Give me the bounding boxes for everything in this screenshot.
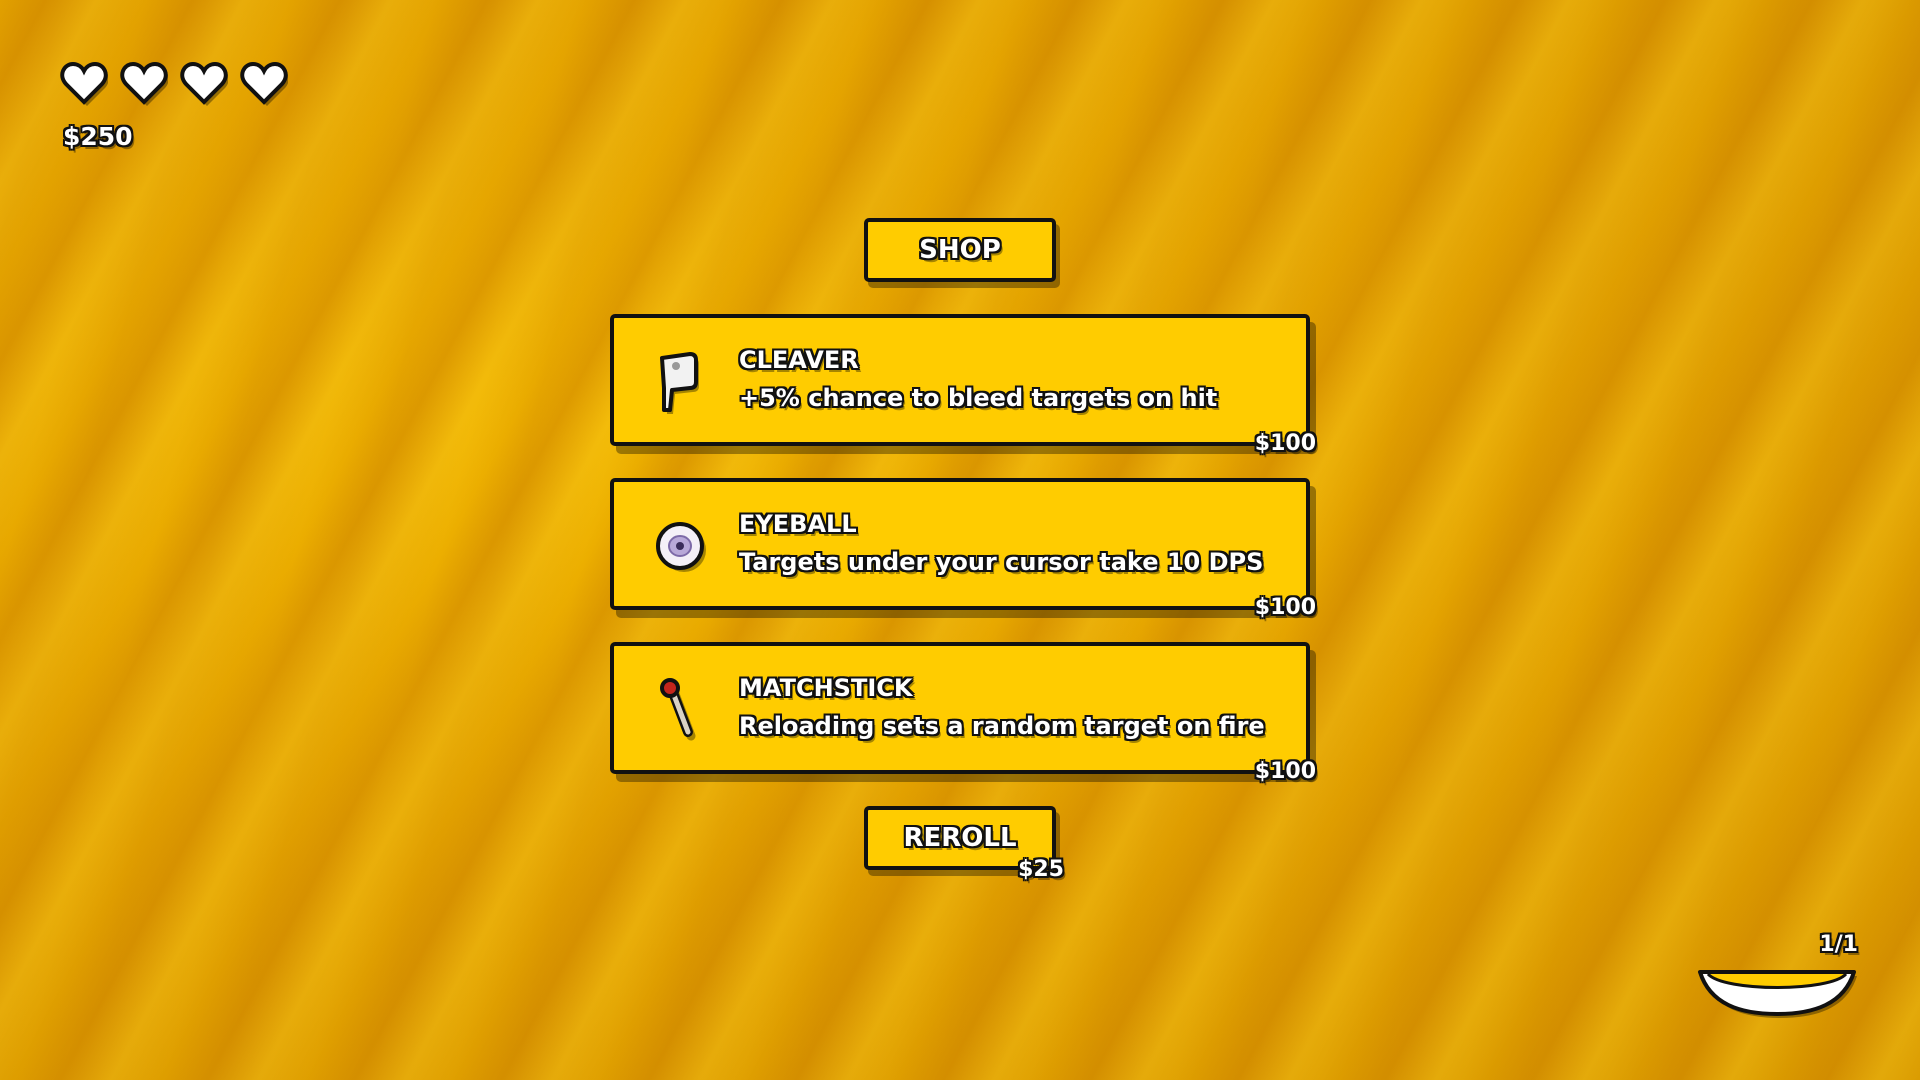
item-description: +5% chance to bleed targets on hit	[739, 384, 1218, 412]
shop-title: SHOP	[864, 218, 1056, 282]
ammo-count: 1/1	[1819, 932, 1858, 957]
reroll-label: REROLL	[903, 823, 1017, 853]
item-name: EYEBALL	[739, 510, 857, 538]
money-counter: $250	[63, 122, 133, 151]
heart-icon	[180, 61, 228, 106]
shop-title-label: SHOP	[919, 235, 1001, 265]
bowl-icon	[1698, 970, 1857, 1018]
item-description: Reloading sets a random target on fire	[739, 712, 1265, 740]
shop-item-cleaver[interactable]: CLEAVER +5% chance to bleed targets on h…	[610, 314, 1316, 456]
reroll-button[interactable]: REROLL $25	[864, 806, 1064, 882]
item-price: $100	[1254, 595, 1316, 620]
heart-icon	[240, 61, 288, 106]
shop-item-eyeball[interactable]: EYEBALL Targets under your cursor take 1…	[610, 478, 1316, 620]
cleaver-icon	[660, 352, 699, 414]
matchstick-icon	[660, 678, 696, 741]
item-description: Targets under your cursor take 10 DPS	[739, 548, 1264, 576]
health-hearts	[60, 60, 288, 106]
item-name: CLEAVER	[739, 346, 859, 374]
reroll-price: $25	[1018, 857, 1064, 882]
shop-item-matchstick[interactable]: MATCHSTICK Reloading sets a random targe…	[610, 642, 1316, 784]
eyeball-icon	[656, 522, 706, 572]
item-price: $100	[1254, 759, 1316, 784]
heart-icon	[120, 61, 168, 106]
item-price: $100	[1254, 431, 1316, 456]
heart-icon	[60, 61, 108, 106]
item-name: MATCHSTICK	[739, 674, 913, 702]
